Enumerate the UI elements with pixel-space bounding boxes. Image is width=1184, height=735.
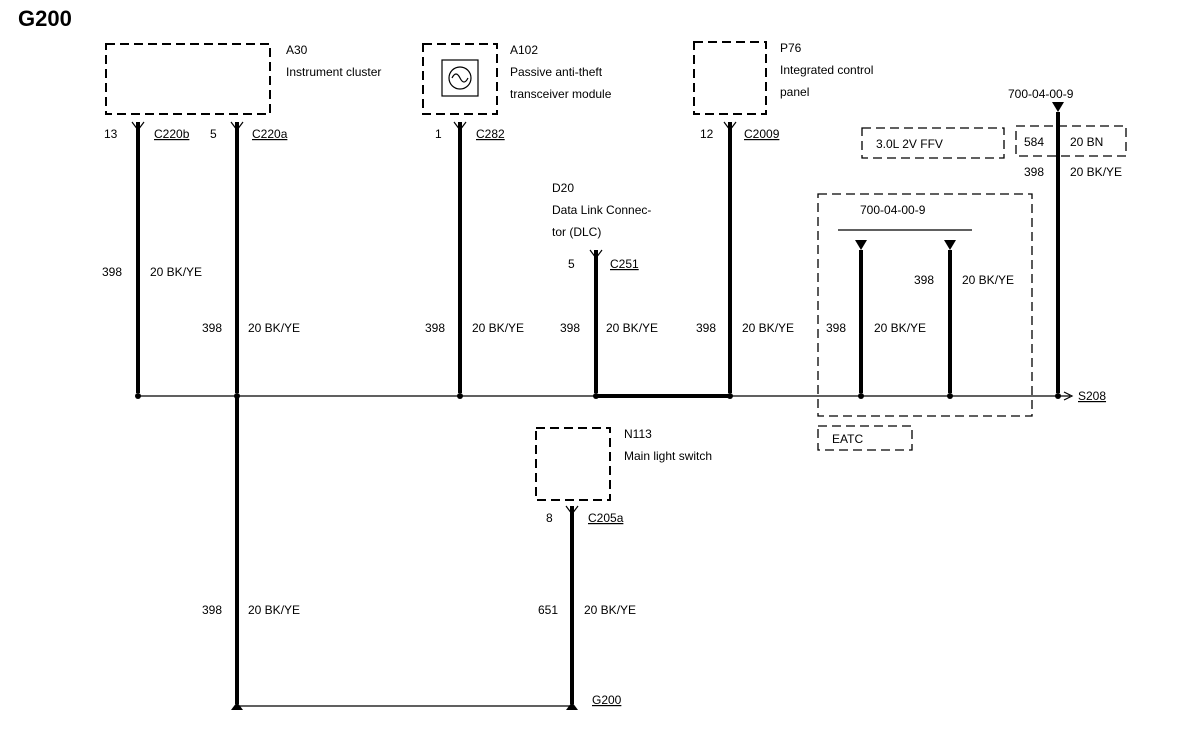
c220b-name: C220b <box>154 127 190 141</box>
a30-id: A30 <box>286 43 308 57</box>
wire-c251-color: 20 BK/YE <box>606 321 658 335</box>
c282-pin: 1 <box>435 127 442 141</box>
wire-c220a-color: 20 BK/YE <box>248 321 300 335</box>
page-title: G200 <box>18 6 72 31</box>
eatc-option-region <box>817 193 1033 417</box>
wire-c251-circuit: 398 <box>560 321 580 335</box>
a102-id: A102 <box>510 43 538 57</box>
wire-eatc-left-circuit: 398 <box>826 321 846 335</box>
c220b-pin: 13 <box>104 127 118 141</box>
ground-terminal-right <box>566 702 578 710</box>
c220a-pin: 5 <box>210 127 217 141</box>
splice-node-4 <box>593 393 599 399</box>
ffv-option-box <box>861 127 1005 159</box>
a102-component-box <box>422 43 498 115</box>
splice-top-right-label: 700-04-00-9 <box>1008 87 1074 101</box>
c282-name: C282 <box>476 127 505 141</box>
g200-ground-label: G200 <box>592 693 622 707</box>
eatc-option-label: EATC <box>832 432 863 446</box>
c251-pin: 5 <box>568 257 575 271</box>
wire-c220a-circuit: 398 <box>202 321 222 335</box>
s208-arrow-icon <box>1063 391 1074 401</box>
wire-c2009-color: 20 BK/YE <box>742 321 794 335</box>
eatc-option-box <box>817 425 913 451</box>
c205a-name: C205a <box>588 511 624 525</box>
s208-label: S208 <box>1078 389 1106 403</box>
splice-node-5 <box>727 393 733 399</box>
coil-wave-icon <box>451 73 469 83</box>
splice-node-6 <box>858 393 864 399</box>
splice-arrow-icon <box>1052 102 1064 112</box>
splice-node-8 <box>1055 393 1061 399</box>
wire-to-g200-circuit: 398 <box>202 603 222 617</box>
p76-id: P76 <box>780 41 802 55</box>
ground-terminal-left <box>231 702 243 710</box>
c2009-name: C2009 <box>744 127 780 141</box>
wire-c220b-color: 20 BK/YE <box>150 265 202 279</box>
n113-id: N113 <box>624 427 652 441</box>
wire-c205a-circuit: 651 <box>538 603 558 617</box>
splice-node-1 <box>135 393 141 399</box>
wire-eatc-left-color: 20 BK/YE <box>874 321 926 335</box>
p76-component-box <box>693 41 767 115</box>
d20-name-line2: tor (DLC) <box>552 225 601 239</box>
ffv-wire-circuit: 584 <box>1024 135 1044 149</box>
d20-id: D20 <box>552 181 574 195</box>
splice-eatc-arrow-right <box>944 240 956 250</box>
wire-top-right-circuit: 398 <box>1024 165 1044 179</box>
a30-component-box <box>105 43 271 115</box>
wire-eatc-right-color: 20 BK/YE <box>962 273 1014 287</box>
splice-eatc-arrow-left <box>855 240 867 250</box>
wire-eatc-right-circuit: 398 <box>914 273 934 287</box>
ffv-wire-color: 20 BN <box>1070 135 1103 149</box>
wire-c2009-circuit: 398 <box>696 321 716 335</box>
c2009-pin: 12 <box>700 127 714 141</box>
a102-name-line2: transceiver module <box>510 87 612 101</box>
wire-top-right-color: 20 BK/YE <box>1070 165 1122 179</box>
p76-name-line1: Integrated control <box>780 63 873 77</box>
wire-c282-circuit: 398 <box>425 321 445 335</box>
wire-c220b-circuit: 398 <box>102 265 122 279</box>
p76-name-line2: panel <box>780 85 809 99</box>
n113-component-box <box>535 427 611 501</box>
wire-c205a-color: 20 BK/YE <box>584 603 636 617</box>
c251-name: C251 <box>610 257 639 271</box>
wire-c282-color: 20 BK/YE <box>472 321 524 335</box>
ffv-option-label: 3.0L 2V FFV <box>876 137 943 151</box>
a102-module-icon <box>441 59 479 97</box>
d20-name-line1: Data Link Connec- <box>552 203 651 217</box>
a30-name: Instrument cluster <box>286 65 381 79</box>
c205a-pin: 8 <box>546 511 553 525</box>
splice-node-3 <box>457 393 463 399</box>
splice-eatc-label: 700-04-00-9 <box>860 203 926 217</box>
antenna-coil-icon <box>448 66 472 90</box>
c220a-name: C220a <box>252 127 288 141</box>
wire-to-g200-color: 20 BK/YE <box>248 603 300 617</box>
a102-name-line1: Passive anti-theft <box>510 65 603 79</box>
splice-node-7 <box>947 393 953 399</box>
n113-name: Main light switch <box>624 449 712 463</box>
